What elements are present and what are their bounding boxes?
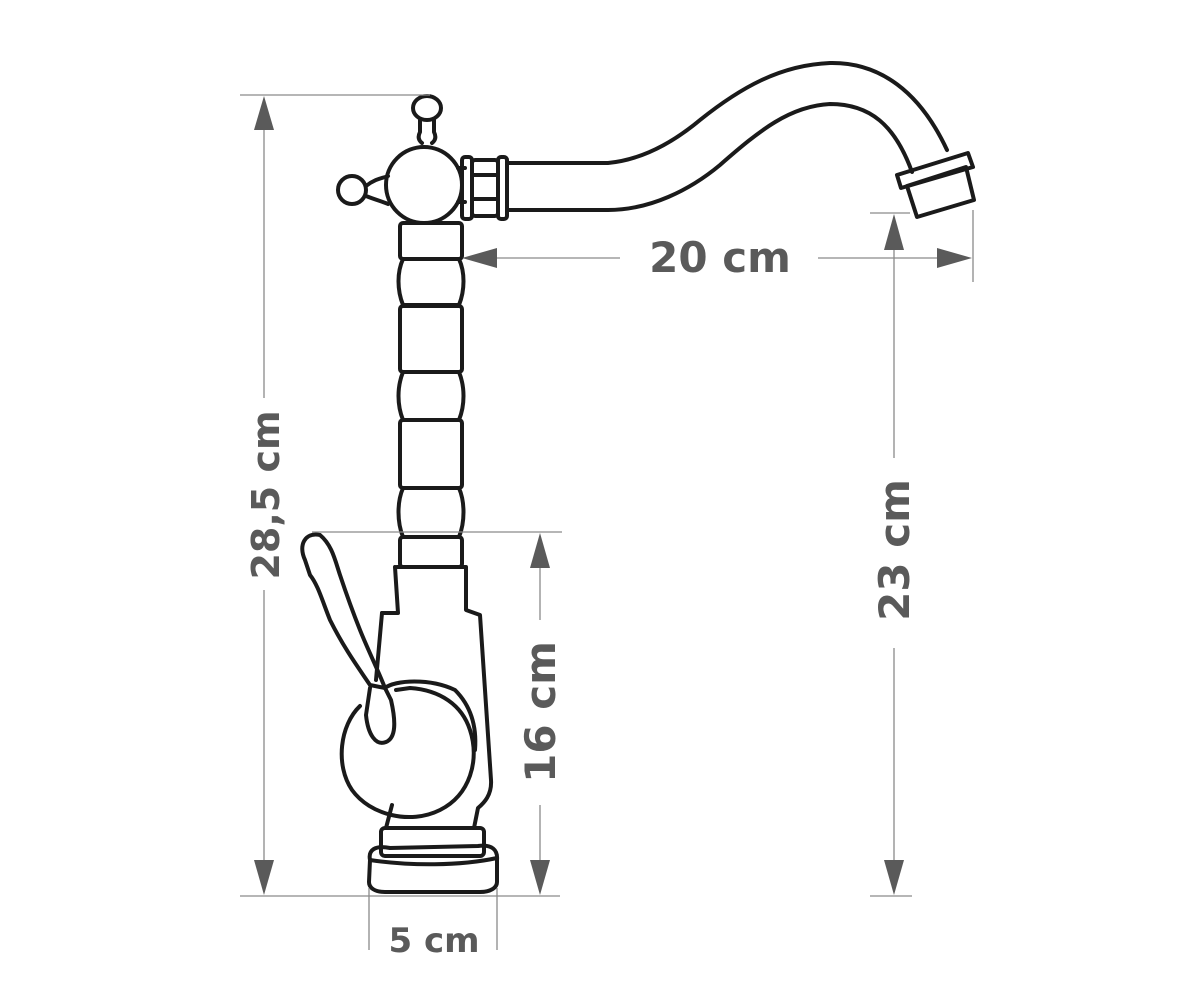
dimension-label-total-height: 28,5 cm <box>244 410 288 579</box>
dimension-lever-height: 16 cm <box>312 531 565 895</box>
arrow-up-spout-height <box>884 214 904 250</box>
arrow-up-lever-height <box>530 533 550 568</box>
top-cross-handle <box>336 94 467 225</box>
faucet-drawing <box>300 60 976 894</box>
faucet-lever <box>300 532 478 819</box>
dimension-label-lever-height: 16 cm <box>516 641 565 783</box>
dimension-label-spout-reach: 20 cm <box>649 233 791 282</box>
arrow-down-lever-height <box>530 860 550 895</box>
dimension-spout-reach: 20 cm <box>462 210 974 282</box>
faucet-body <box>374 565 494 830</box>
faucet-column <box>396 221 466 569</box>
dimension-label-base-diameter: 5 cm <box>388 921 479 961</box>
dimension-total-height: 28,5 cm <box>240 94 560 897</box>
arrow-down-total <box>254 860 274 895</box>
faucet-spout <box>505 60 976 219</box>
dimension-spout-height: 23 cm <box>870 212 919 897</box>
dimension-base-diameter: 5 cm <box>368 888 498 961</box>
arrow-right-reach <box>937 248 972 268</box>
arrow-up-total <box>254 96 274 130</box>
arrow-left-reach <box>462 248 497 268</box>
dimension-label-spout-height: 23 cm <box>870 479 919 621</box>
faucet-base <box>367 826 500 894</box>
spout-connector <box>460 155 509 221</box>
arrow-down-spout-height <box>884 860 904 895</box>
